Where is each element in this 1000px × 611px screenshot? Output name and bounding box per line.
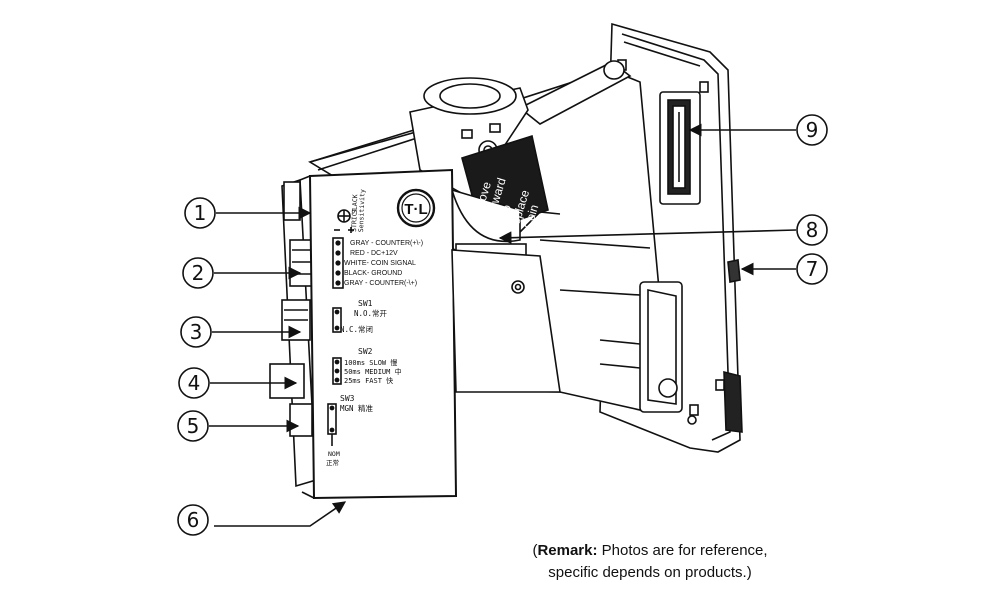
sw3-nom-cn: 正常 — [326, 458, 339, 467]
wire-red-dc12v: RED - DC+12V — [350, 250, 398, 257]
side-bracket — [269, 178, 317, 488]
wiring-labels: GRAY - COUNTER(+\-) RED - DC+12V WHITE- … — [344, 240, 423, 287]
callout-4: 4 — [178, 367, 298, 399]
callout-9: 9 — [688, 114, 828, 146]
sw2-slow-option: 100ms SLOW 慢 — [344, 358, 397, 367]
sw3-mgn-option: MGN 精准 — [340, 403, 374, 413]
wire-gray-counter-a: GRAY - COUNTER(+\-) — [350, 240, 423, 247]
sw3-nom-option: NOM — [328, 450, 340, 458]
sw2-fast-option: 25ms FAST 快 — [344, 376, 393, 385]
callout-6: 6 — [177, 501, 347, 536]
sw2-medium-option: 50ms MEDIUM 中 — [344, 367, 402, 376]
brand-logo: T·L — [396, 188, 436, 228]
callout-5: 5 — [177, 410, 300, 442]
sample-coin-holder — [659, 91, 701, 205]
remark-note: (Remark: Photos are for reference, speci… — [500, 540, 800, 584]
callout-8: 8 — [498, 214, 828, 246]
svg-text:To: To — [497, 203, 514, 220]
svg-text:STRICT: STRICT — [350, 208, 359, 232]
remark-label: Remark: — [537, 542, 598, 559]
label-panel — [299, 168, 561, 500]
sensitivity-text: STRICT SLACK Sensitivity — [350, 189, 367, 232]
svg-text:1: 1 — [194, 201, 207, 225]
svg-text:T·L: T·L — [404, 201, 427, 218]
svg-text:2: 2 — [192, 261, 205, 285]
sw1-title: SW1 — [358, 299, 373, 308]
callout-3: 3 — [180, 316, 302, 348]
remark-text-1: Photos are for reference, — [597, 542, 768, 559]
svg-text:7: 7 — [806, 257, 819, 281]
wire-black-ground: BLACK- GROUND — [344, 270, 402, 277]
sw1-nc-option: N.C.常闭 — [340, 325, 373, 334]
switch-sw3-block: SW3 MGN 精准 NOM 正常 — [326, 394, 374, 467]
callout-7: 7 — [740, 253, 828, 285]
svg-text:9: 9 — [806, 118, 819, 142]
svg-text:Coin: Coin — [521, 203, 542, 231]
sw2-title: SW2 — [358, 347, 373, 356]
remark-line-1: (Remark: Photos are for reference, — [532, 542, 768, 559]
svg-text:6: 6 — [187, 508, 200, 532]
callout-1: 1 — [184, 197, 312, 229]
wiring-connector-block — [332, 237, 344, 289]
svg-text:8: 8 — [806, 218, 819, 242]
callout-2: 2 — [182, 257, 302, 289]
svg-text:4: 4 — [188, 371, 201, 395]
sw1-no-option: N.O.常开 — [354, 309, 388, 318]
svg-text:SLACK: SLACK — [351, 194, 360, 214]
svg-text:5: 5 — [187, 414, 200, 438]
coin-label-text: Remove Backward To Replace Coin — [467, 176, 542, 234]
remark-line-2: specific depends on products.) — [548, 564, 752, 581]
svg-text:3: 3 — [190, 320, 203, 344]
sensitivity-screw-icon — [334, 209, 354, 233]
switch-sw2-block: SW2 100ms SLOW 慢 50ms MEDIUM 中 25ms FAST… — [332, 347, 402, 385]
sw3-title: SW3 — [340, 394, 355, 403]
svg-text:Sensitivity: Sensitivity — [357, 189, 367, 232]
wire-gray-counter-b: GRAY - COUNTER(-\+) — [344, 280, 417, 287]
switch-sw1-block: SW1 N.O.常开 N.C.常闭 — [332, 299, 388, 334]
wire-white-coin-signal: WHITE- COIN SIGNAL — [344, 260, 416, 267]
